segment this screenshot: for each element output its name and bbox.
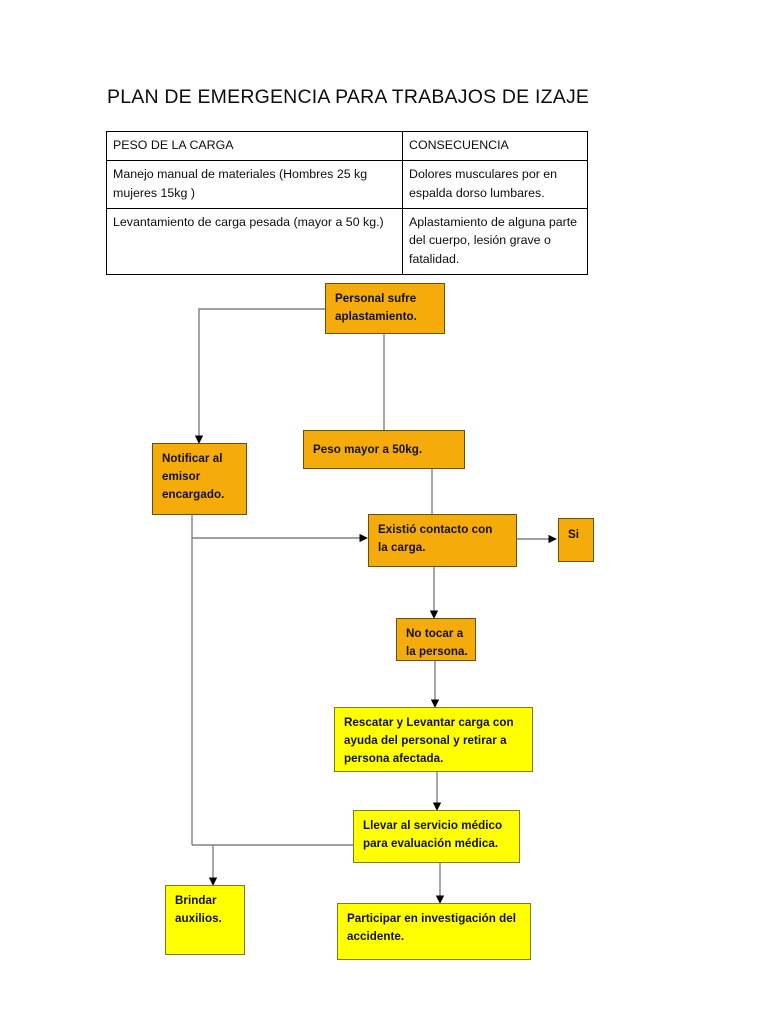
node-participar-en-investigacion[interactable]: Participar en investigación del accident… [337, 903, 531, 960]
table-header-consecuencia: CONSECUENCIA [402, 131, 588, 161]
table-row: Manejo manual de materiales (Hombres 25 … [106, 159, 588, 209]
node-line: para evaluación médica. [363, 836, 499, 850]
page-title: PLAN DE EMERGENCIA PARA TRABAJOS DE IZAJ… [107, 86, 590, 108]
node-line: Participar en investigación del [347, 912, 517, 925]
cell-peso-2: Levantamiento de carga pesada (mayor a 5… [106, 207, 403, 276]
node-line: Brindar [175, 894, 217, 907]
node-rescatar-y-levantar-carga[interactable]: Rescatar y Levantar carga con ayuda del … [334, 707, 533, 772]
node-line: aplastamiento. [335, 309, 417, 323]
node-si[interactable]: Si [558, 518, 594, 562]
node-llevar-al-servicio-medico[interactable]: Llevar al servicio médico para evaluació… [353, 810, 520, 863]
node-personal-sufre-aplastamiento[interactable]: Personal sufre aplastamiento. [325, 283, 445, 334]
node-line: Existió contacto con [378, 523, 493, 536]
node-line: Llevar al servicio médico [363, 819, 503, 832]
node-line: Rescatar y Levantar carga con [344, 716, 514, 729]
node-line: accidente. [347, 929, 405, 943]
node-line: la carga. [378, 540, 426, 554]
cell-consecuencia-1: Dolores musculares por en espalda dorso … [402, 159, 588, 209]
node-line: Personal sufre [335, 292, 417, 305]
node-line: emisor [162, 469, 201, 483]
table-header-row: PESO DE LA CARGA CONSECUENCIA [106, 131, 588, 161]
node-peso-mayor-a-50kg[interactable]: Peso mayor a 50kg. [303, 430, 465, 469]
node-line: Peso mayor a 50kg. [313, 443, 423, 456]
node-no-tocar-a-la-persona[interactable]: No tocar a la persona. [396, 618, 476, 661]
node-line: Notificar al [162, 452, 223, 465]
node-existio-contacto-con-la-carga[interactable]: Existió contacto con la carga. [368, 514, 517, 567]
node-line: Si [568, 528, 580, 541]
node-line: ayuda del personal y retirar a [344, 733, 507, 747]
edge-personal-to-notificar [194, 308, 325, 444]
cell-peso-1: Manejo manual de materiales (Hombres 25 … [106, 159, 403, 209]
node-line: auxilios. [175, 911, 222, 925]
table-row: Levantamiento de carga pesada (mayor a 5… [106, 207, 588, 276]
node-line: persona afectada. [344, 751, 444, 765]
node-line: No tocar a [406, 627, 464, 640]
node-line: la persona. [406, 644, 468, 658]
node-notificar-al-emisor-encargado[interactable]: Notificar al emisor encargado. [152, 443, 247, 515]
node-line: encargado. [162, 487, 225, 501]
node-brindar-auxilios[interactable]: Brindar auxilios. [165, 885, 245, 955]
table-header-peso: PESO DE LA CARGA [106, 131, 403, 161]
cell-consecuencia-2: Aplastamiento de alguna parte del cuerpo… [402, 207, 588, 276]
risk-table: PESO DE LA CARGA CONSECUENCIA Manejo man… [106, 131, 588, 276]
